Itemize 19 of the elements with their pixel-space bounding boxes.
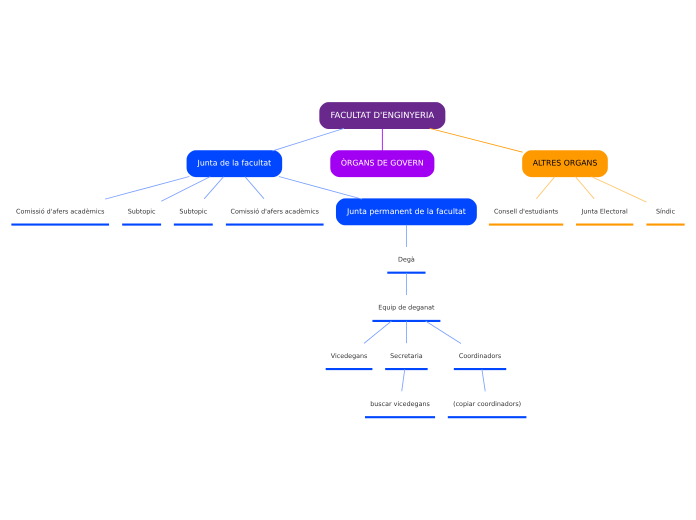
connector [244, 176, 264, 200]
node-box: FACULTAT D'ENGINYERIA [319, 102, 446, 130]
connector [406, 272, 407, 296]
connector [278, 176, 362, 200]
connector [574, 176, 595, 200]
connector [481, 368, 486, 392]
connector [382, 128, 383, 152]
connector [272, 128, 344, 152]
connector [406, 224, 407, 248]
connector [425, 320, 462, 344]
connector [590, 176, 647, 202]
connector [536, 176, 556, 200]
connector [160, 176, 211, 202]
connector [406, 320, 407, 344]
connector [104, 176, 190, 200]
connector [204, 176, 224, 200]
connector [401, 368, 406, 392]
connector [364, 320, 392, 344]
connector [429, 128, 524, 153]
